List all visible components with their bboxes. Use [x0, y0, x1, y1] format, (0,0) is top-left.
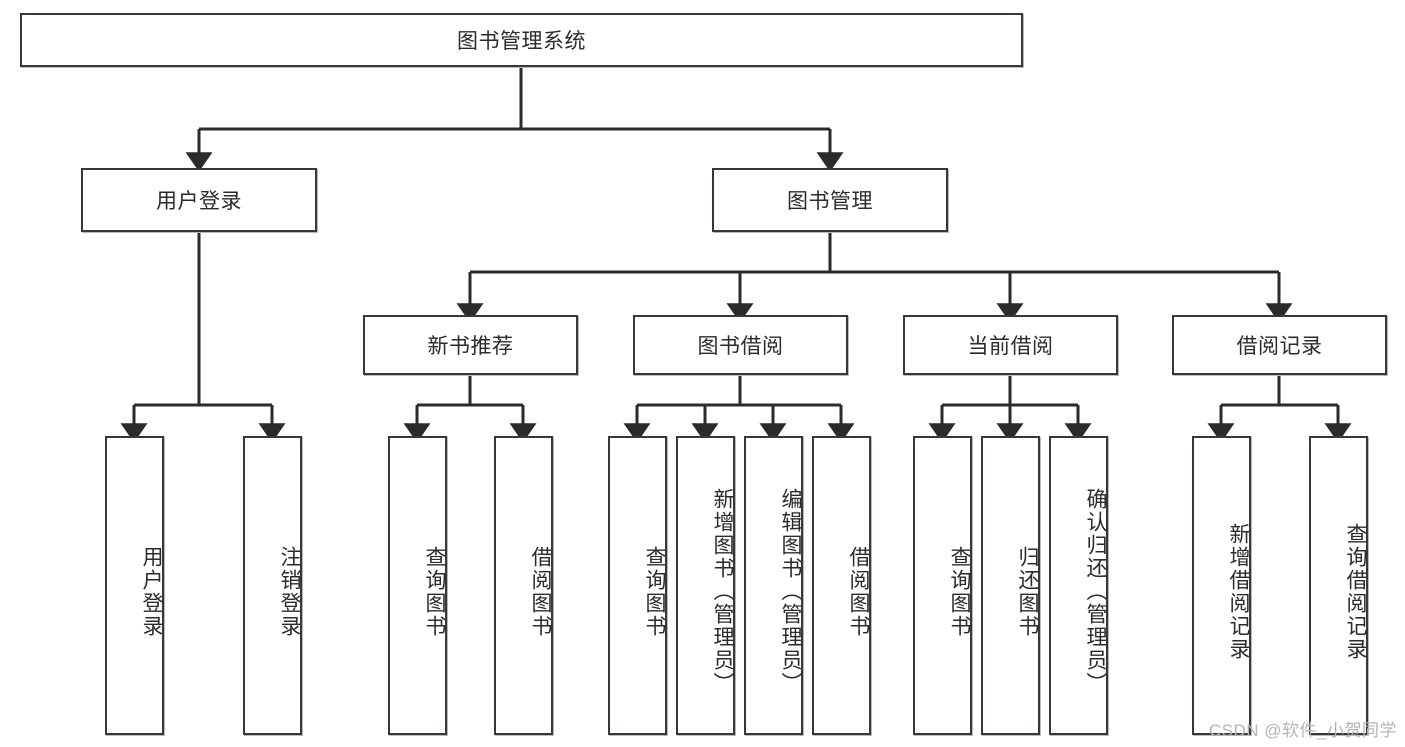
node-leaf-user-login[interactable]: 用户登录: [105, 436, 164, 735]
node-label: 查询图书: [423, 545, 446, 638]
node-leaf-edit-book-admin[interactable]: 编辑图书（管理员）: [744, 436, 803, 735]
node-leaf-confirm-return-admin[interactable]: 确认归还（管理员）: [1049, 436, 1108, 735]
node-leaf-query-borrow-record[interactable]: 查询借阅记录: [1309, 436, 1368, 735]
node-leaf-query-book-recommend[interactable]: 查询图书: [388, 436, 447, 735]
node-borrow-record[interactable]: 借阅记录: [1172, 315, 1387, 375]
node-label: 借阅图书: [847, 545, 870, 638]
node-label: 图书管理: [787, 190, 873, 213]
node-label: 图书管理系统: [457, 30, 586, 53]
node-label: 确认归还（管理员）: [1084, 488, 1107, 695]
node-root-book-management-system[interactable]: 图书管理系统: [20, 13, 1023, 67]
node-label: 当前借阅: [967, 335, 1054, 358]
node-label: 新增借阅记录: [1227, 522, 1250, 661]
node-new-book-recommend[interactable]: 新书推荐: [363, 315, 578, 375]
node-label: 借阅记录: [1236, 335, 1323, 358]
node-label: 注销登录: [278, 545, 301, 638]
node-label: 用户登录: [140, 545, 163, 638]
node-label: 查询图书: [948, 545, 971, 638]
node-leaf-query-book-borrow[interactable]: 查询图书: [608, 436, 667, 735]
node-label: 查询图书: [643, 545, 666, 638]
node-label: 查询借阅记录: [1344, 522, 1367, 661]
node-leaf-add-book-admin[interactable]: 新增图书（管理员）: [676, 436, 735, 735]
node-leaf-add-borrow-record[interactable]: 新增借阅记录: [1192, 436, 1251, 735]
node-leaf-query-book-current[interactable]: 查询图书: [913, 436, 972, 735]
node-label: 借阅图书: [529, 545, 552, 638]
node-book-management[interactable]: 图书管理: [712, 168, 948, 232]
node-label: 用户登录: [156, 190, 242, 213]
node-label: 图书借阅: [697, 335, 784, 358]
node-current-borrow[interactable]: 当前借阅: [903, 315, 1118, 375]
watermark-text: CSDN @软件_小贺同学: [1208, 721, 1397, 740]
node-leaf-borrow-book[interactable]: 借阅图书: [812, 436, 871, 735]
node-leaf-borrow-book-recommend[interactable]: 借阅图书: [494, 436, 553, 735]
node-label: 新增图书（管理员）: [711, 488, 734, 695]
node-leaf-logout-login[interactable]: 注销登录: [243, 436, 302, 735]
node-label: 新书推荐: [427, 335, 514, 358]
node-leaf-return-book[interactable]: 归还图书: [981, 436, 1040, 735]
node-book-borrow[interactable]: 图书借阅: [633, 315, 848, 375]
node-user-login[interactable]: 用户登录: [81, 168, 317, 232]
node-label: 归还图书: [1016, 545, 1039, 638]
node-label: 编辑图书（管理员）: [779, 488, 802, 695]
